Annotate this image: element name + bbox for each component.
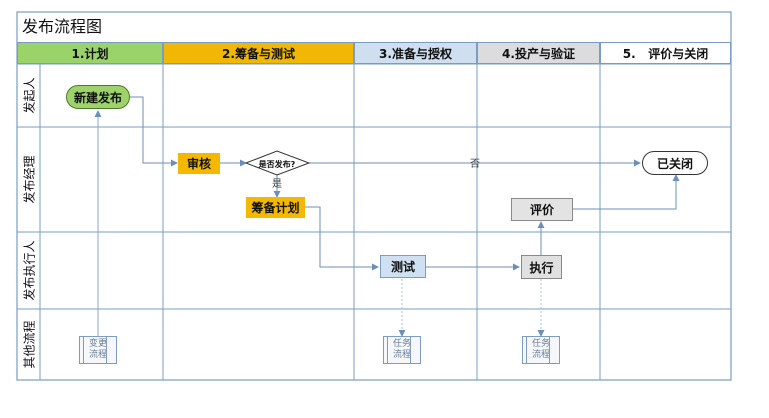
- subprocess-task-1-line1: 任务: [392, 339, 411, 349]
- decision-label: 是否发布?: [258, 159, 296, 169]
- subprocess-change-line1: 变更: [88, 339, 107, 349]
- node-test[interactable]: 测试: [380, 255, 426, 278]
- edge-evaluate-to-closed: [573, 174, 680, 210]
- diagram-title: 发布流程图: [22, 17, 103, 36]
- subprocess-task-2-line2: 流程: [531, 350, 550, 360]
- subprocess-task-1-line2: 流程: [392, 350, 411, 360]
- edge-prep-to-test: [305, 206, 379, 271]
- subprocess-task-2-line1: 任务: [531, 339, 550, 349]
- subprocess-change-line2: 流程: [88, 350, 107, 360]
- lane-label-other-processes: 其他流程: [22, 320, 37, 369]
- subprocess-task-1[interactable]: 任务 流程: [383, 336, 421, 364]
- phase-header-3: 3.准备与授权: [354, 42, 477, 64]
- lane-label-release-executor: 发布执行人: [22, 240, 37, 301]
- phase-header-2: 2.筹备与测试: [163, 42, 354, 64]
- lane-label-initiator: 发起人: [22, 77, 37, 114]
- subprocess-change[interactable]: 变更 流程: [79, 336, 117, 364]
- node-new-release[interactable]: 新建发布: [66, 85, 130, 109]
- node-prep-plan[interactable]: 筹备计划: [246, 197, 305, 218]
- phase-header-4: 4.投产与验证: [477, 42, 600, 64]
- phase-header-1: 1.计划: [17, 42, 163, 64]
- edge-label-yes: 是: [272, 178, 282, 190]
- lane-label-release-manager: 发布经理: [22, 155, 37, 204]
- edge-label-no: 否: [470, 158, 480, 170]
- node-review[interactable]: 审核: [178, 153, 220, 174]
- subprocess-task-2[interactable]: 任务 流程: [522, 336, 560, 364]
- decision-diamond: [244, 150, 311, 176]
- node-closed[interactable]: 已关闭: [642, 151, 708, 175]
- node-execute[interactable]: 执行: [521, 255, 562, 279]
- edge-start-to-review: [130, 96, 178, 167]
- phase-header-5: 5. 评价与关闭: [600, 42, 731, 64]
- node-evaluate[interactable]: 评价: [511, 198, 573, 221]
